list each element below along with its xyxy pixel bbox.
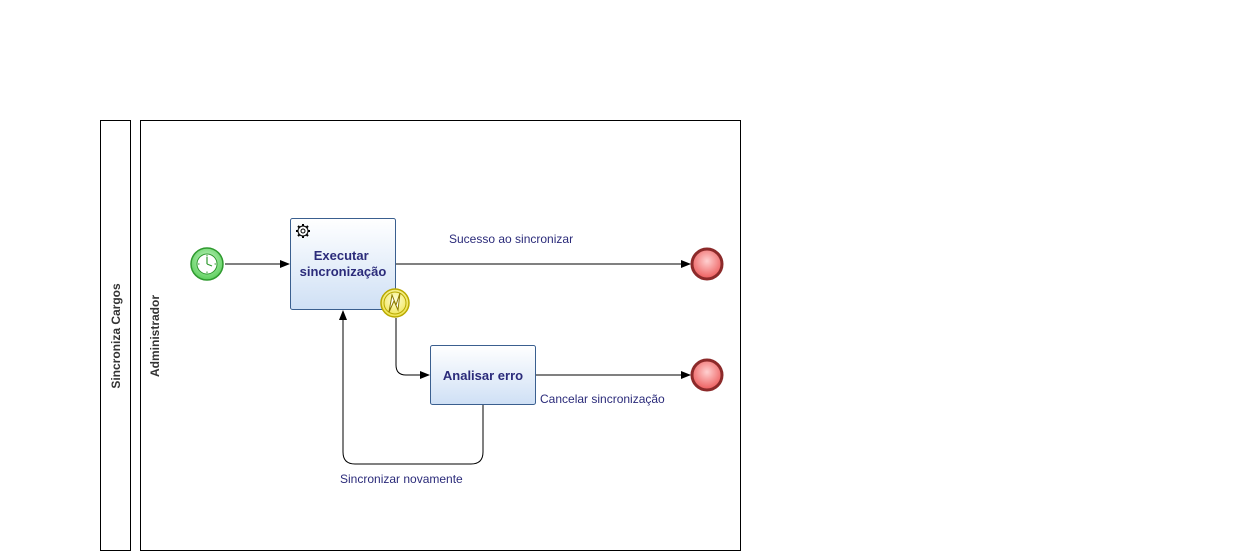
error-boundary-event[interactable] [380, 288, 410, 318]
lane-label: Administrador [148, 295, 162, 377]
task-executar-label-line1: Executar [314, 248, 369, 263]
task-analisar-erro[interactable]: Analisar erro [430, 345, 536, 405]
gear-icon [296, 224, 310, 238]
pool-label: Sincroniza Cargos [109, 283, 123, 389]
timer-start-event[interactable] [190, 247, 224, 281]
end-event-cancel[interactable] [690, 358, 724, 392]
flow-cancel-label: Cancelar sincronização [540, 392, 665, 406]
pool[interactable]: Sincroniza Cargos [100, 120, 131, 551]
flow-error-to-analisar[interactable] [395, 318, 430, 379]
flow-retry-label: Sincronizar novamente [340, 472, 463, 486]
task-executar-sincronizacao[interactable]: Executar sincronização [290, 218, 396, 310]
task-analisar-label: Analisar erro [443, 368, 523, 383]
flow-retry[interactable] [339, 310, 484, 465]
flow-success-label: Sucesso ao sincronizar [449, 232, 573, 246]
lightning-icon [388, 292, 401, 313]
svg-text:Executar sincronização: Executar sincronização [300, 248, 387, 279]
task-executar-label-line2: sincronização [300, 264, 387, 279]
clock-icon [196, 253, 218, 275]
lane-administrador[interactable]: Administrador [140, 120, 741, 551]
end-event-success[interactable] [690, 247, 724, 281]
